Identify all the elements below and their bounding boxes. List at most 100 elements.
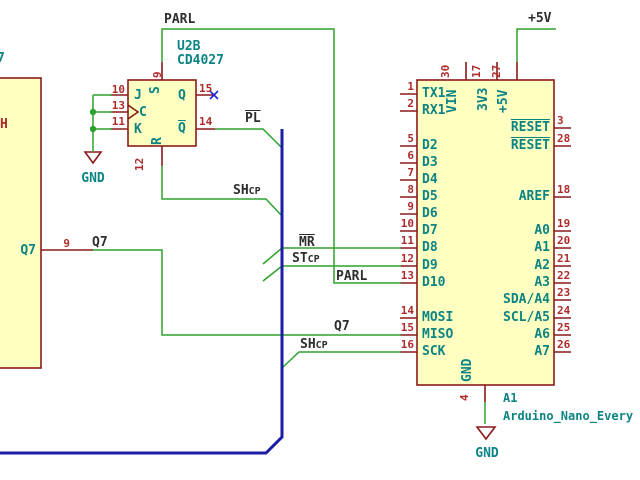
junction-dot [89, 108, 97, 116]
pin-number: 10 [111, 83, 125, 96]
net-label-parl-top[interactable]: PARL [164, 12, 196, 27]
arduino-top-pins [465, 62, 518, 80]
pin-name: J [134, 88, 142, 103]
wire-shcp-upper[interactable] [161, 166, 283, 217]
pin-name: D2 [422, 138, 438, 153]
net-label-stcp[interactable]: STCP [292, 252, 320, 266]
no-connect-icon [209, 90, 219, 100]
pin-name: MISO [422, 327, 454, 342]
wire-gnd-left[interactable] [92, 94, 112, 152]
pin-number: 21 [557, 252, 571, 265]
pin-name: D5 [422, 189, 438, 204]
pin-number: 11 [400, 234, 414, 247]
pin-number: 25 [557, 321, 571, 334]
pin-number: 7 [407, 166, 414, 179]
flipflop-value[interactable]: CD4027 [177, 53, 224, 68]
junction-dot [89, 125, 97, 133]
arduino-value[interactable]: Arduino_Nano_Every [503, 409, 634, 423]
pin-number: 20 [557, 234, 571, 247]
net-label-shcp-upper[interactable]: SHCP [233, 184, 261, 198]
arduino-right-pins [554, 127, 571, 353]
pin-name: MOSI [422, 310, 454, 325]
arduino-ref[interactable]: A1 [503, 391, 518, 405]
pin-name: D10 [422, 275, 446, 290]
net-label-mr[interactable]: MR [299, 235, 315, 250]
wire-plus5v[interactable] [516, 28, 556, 62]
pin-name: SDA/A4 [503, 292, 550, 307]
label-sub: CP [248, 186, 261, 197]
flipflop-body[interactable] [127, 79, 197, 147]
pin-number: 19 [557, 217, 571, 230]
pin-name-reset: RESET [510, 138, 550, 153]
pin-name: Q [178, 88, 186, 103]
label-sub: CP [307, 254, 320, 265]
pin-number: 9 [407, 200, 414, 213]
signal-bus[interactable] [0, 129, 284, 455]
pin-name: +5V [496, 89, 511, 113]
pin-name: D6 [422, 206, 438, 221]
pin-number: 16 [400, 338, 414, 351]
pin-number: 9 [151, 71, 164, 78]
pin-name-reset: RESET [510, 120, 550, 135]
net-label-shcp-lower[interactable]: SHCP [300, 338, 328, 352]
pin-number: 26 [557, 338, 571, 351]
pin-number: 3 [557, 114, 564, 127]
flipflop-ref[interactable]: U2B [177, 39, 201, 54]
net-label-plus5v[interactable]: +5V [528, 11, 552, 26]
wire-q7[interactable] [93, 249, 401, 336]
pin-name: D7 [422, 223, 438, 238]
pin-number: 12 [133, 157, 146, 171]
pin-number: 22 [557, 269, 571, 282]
pin-number: 1 [407, 80, 414, 93]
pin-name: 3V3 [476, 87, 491, 111]
pin-name: A1 [534, 240, 550, 255]
wire-pl[interactable] [215, 128, 283, 149]
pin-number: 2 [407, 97, 414, 110]
label-sub: CP [315, 340, 328, 351]
pin-number: 28 [557, 132, 571, 145]
pin-name: D8 [422, 240, 438, 255]
pin-number: 24 [557, 304, 571, 317]
pin-name: A6 [534, 327, 550, 342]
pin-name: C [139, 105, 147, 120]
pin-name: VIN [445, 89, 460, 113]
wire-parl[interactable] [161, 28, 401, 284]
pin-name: A0 [534, 223, 550, 238]
pin-number: 30 [439, 64, 452, 78]
net-label-q7-mid[interactable]: Q7 [334, 319, 350, 334]
pin-number: 15 [400, 321, 414, 334]
gnd-symbol-right [475, 426, 497, 441]
pin-name: SCL/A5 [503, 310, 550, 325]
pin-number: 5 [407, 132, 414, 145]
left-ic-value-fragment: 7 [0, 51, 5, 66]
pin-name: D9 [422, 258, 438, 273]
flipflop-pins [110, 62, 215, 166]
pin-number: 11 [111, 115, 125, 128]
pin-number: 12 [400, 252, 414, 265]
left-ic-body[interactable] [0, 77, 42, 369]
pin-number: 17 [470, 64, 483, 78]
net-label-parl-mid[interactable]: PARL [336, 269, 368, 284]
pin-name: RX1 [422, 103, 446, 118]
pin-name: AREF [518, 189, 550, 204]
gnd-label-right: GND [475, 446, 499, 461]
pin-name: SCK [422, 344, 446, 359]
pin-name: A3 [534, 275, 550, 290]
pin-name: D4 [422, 172, 438, 187]
pin-number: 13 [400, 269, 414, 282]
net-label-q7-left[interactable]: Q7 [92, 235, 108, 250]
pin-name-qbar: Q [178, 121, 186, 136]
pin-number: 15 [199, 82, 213, 95]
arduino-left-pins [400, 93, 417, 353]
left-ic-inner-label: H [0, 117, 8, 132]
pin-name: A2 [534, 258, 550, 273]
net-label-pl[interactable]: PL [245, 111, 261, 126]
pin-number: 27 [490, 64, 503, 78]
gnd-symbol-left [83, 151, 103, 165]
pin-number: 13 [111, 99, 125, 112]
pin-name: A7 [534, 344, 550, 359]
wire-shcp-lower[interactable] [281, 351, 401, 369]
label-main: ST [292, 251, 308, 266]
